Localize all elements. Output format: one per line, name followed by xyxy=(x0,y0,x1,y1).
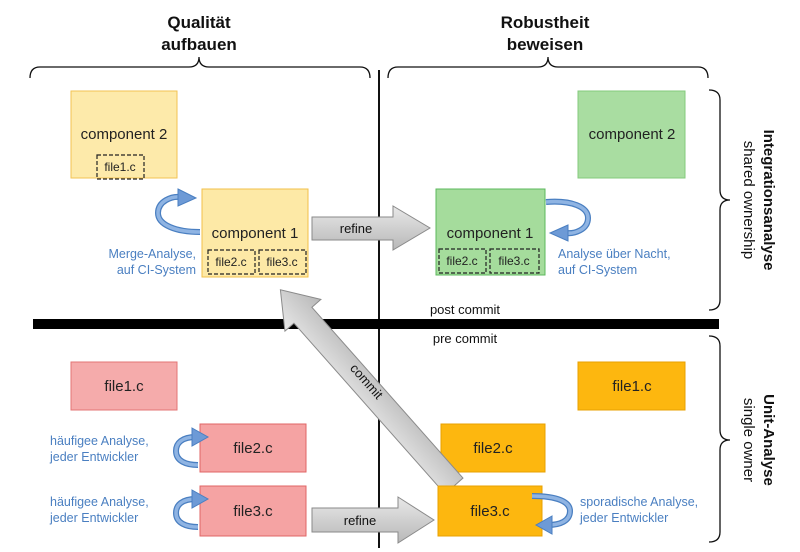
bl-file1-box xyxy=(70,361,178,411)
top-row-label: Integrationsanalyse xyxy=(760,130,777,271)
br-note-line1: sporadische Analyse, xyxy=(580,495,698,509)
refine-bottom-label: refine xyxy=(344,513,377,528)
tl-component-1-label: component 1 xyxy=(212,225,299,242)
br-file2-label: file2.c xyxy=(473,440,513,457)
bottom-row-sublabel: single owner xyxy=(740,398,757,482)
bl-file2-label: file2.c xyxy=(233,440,273,457)
tl-component-2-file-box xyxy=(96,154,145,180)
tl-component-2-file-label: file1.c xyxy=(104,160,135,174)
tl-file2-label: file2.c xyxy=(215,255,246,269)
bl-file2-loop-icon xyxy=(172,427,210,468)
tr-note-line2: auf CI-System xyxy=(558,263,637,277)
refine-arrow-bottom xyxy=(311,496,435,544)
right-column-brace xyxy=(387,56,709,79)
tl-component-1-box xyxy=(201,188,309,278)
br-file2-box xyxy=(440,423,546,473)
tl-note-line1: Merge-Analyse, xyxy=(108,247,196,261)
tr-component-2-box xyxy=(577,90,686,179)
tr-file2-label: file2.c xyxy=(446,254,477,268)
tr-file3-label: file3.c xyxy=(498,254,529,268)
br-file3-loop-icon xyxy=(531,493,574,535)
bl-file2-note-line2: jeder Entwickler xyxy=(49,450,138,464)
bl-file3-note-line2: jeder Entwickler xyxy=(49,511,138,525)
tl-note-line2: auf CI-System xyxy=(117,263,196,277)
br-file1-box xyxy=(577,361,686,411)
post-commit-label: post commit xyxy=(430,302,500,317)
bottom-row-label: Unit-Analyse xyxy=(760,394,777,486)
right-column-title-line2: beweisen xyxy=(507,35,584,54)
pre-commit-label: pre commit xyxy=(433,331,498,346)
tr-analysis-loop-icon xyxy=(545,198,592,242)
bl-file2-note-line1: häufigee Analyse, xyxy=(50,434,149,448)
horizontal-divider xyxy=(33,319,719,329)
left-column-title-line2: aufbauen xyxy=(161,35,237,54)
right-column-title-line1: Robustheit xyxy=(501,13,590,32)
tl-component-2-label: component 2 xyxy=(81,126,168,143)
tl-file2-box xyxy=(207,249,256,275)
bl-file1-label: file1.c xyxy=(104,378,144,395)
tl-component-2-box xyxy=(70,90,178,179)
bl-file2-box xyxy=(199,423,307,473)
bl-file3-box xyxy=(199,485,307,537)
tl-file3-box xyxy=(258,249,307,275)
br-note-line2: jeder Entwickler xyxy=(579,511,668,525)
tr-note-line1: Analyse über Nacht, xyxy=(558,247,671,261)
left-column-brace xyxy=(29,56,371,79)
left-column-title-line1: Qualität xyxy=(167,13,231,32)
br-file3-box xyxy=(437,485,543,537)
commit-arrow xyxy=(279,289,464,495)
br-file3-label: file3.c xyxy=(470,503,510,520)
tr-component-1-label: component 1 xyxy=(447,225,534,242)
bottom-row-brace xyxy=(708,335,731,543)
bl-file3-loop-icon xyxy=(172,489,210,530)
bl-file3-label: file3.c xyxy=(233,503,273,520)
top-row-brace xyxy=(708,89,731,311)
tl-analysis-loop-icon xyxy=(154,188,201,235)
tl-file3-label: file3.c xyxy=(266,255,297,269)
refine-top-label: refine xyxy=(340,221,373,236)
tr-file2-box xyxy=(438,248,487,274)
tr-file3-box xyxy=(489,248,540,274)
refine-arrow-top xyxy=(311,205,431,251)
top-row-sublabel: shared ownership xyxy=(740,141,757,259)
br-file1-label: file1.c xyxy=(612,378,652,395)
bl-file3-note-line1: häufigee Analyse, xyxy=(50,495,149,509)
tr-component-2-label: component 2 xyxy=(589,126,676,143)
